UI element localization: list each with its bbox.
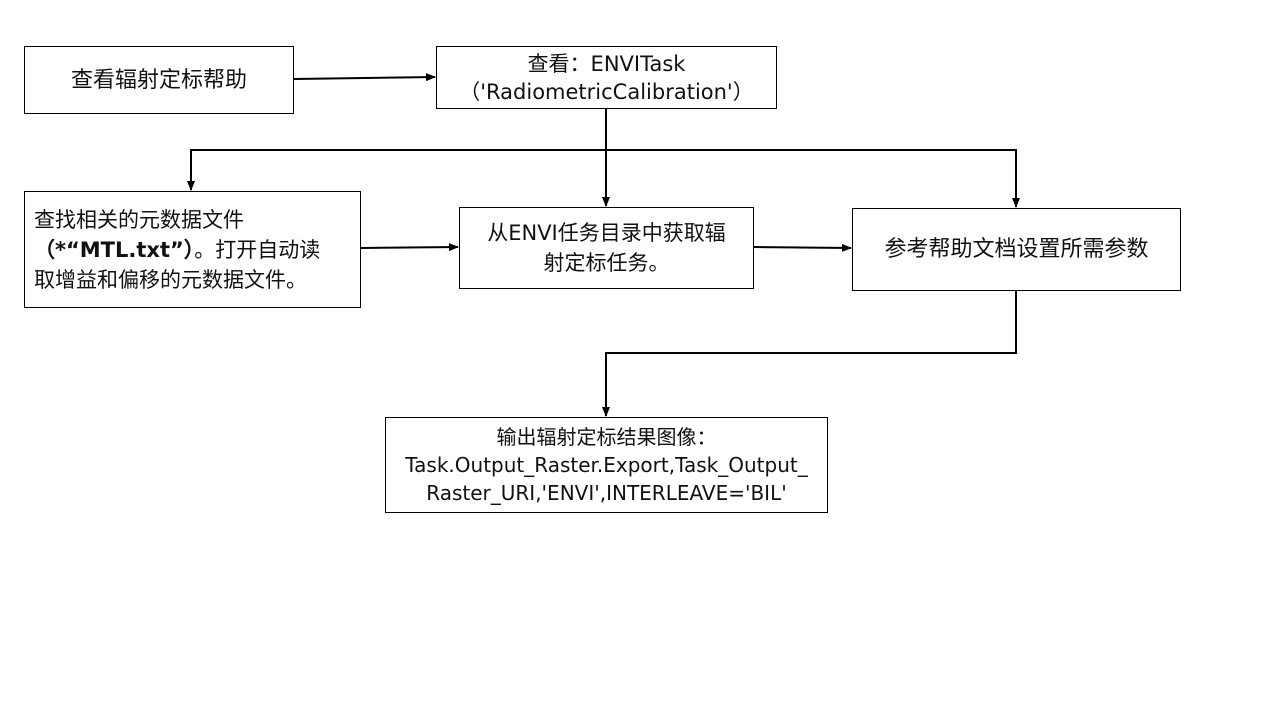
node-text-line: Task.Output_Raster.Export,Task_Output_ xyxy=(405,451,807,479)
node-text-line: （*“MTL.txt”）。打开自动读 xyxy=(34,235,320,265)
edge-n5-n6 xyxy=(602,291,1017,417)
node-text-part: 。打开自动读 xyxy=(194,237,321,262)
node-text-line: 查找相关的元数据文件 xyxy=(34,205,244,235)
edge-n2-n5 xyxy=(606,149,1020,208)
edge-n2-n3 xyxy=(187,109,607,191)
node-view-envitask: 查看：ENVITask （'RadiometricCalibration'） xyxy=(436,46,777,109)
node-text-part: （'RadiometricCalibration'） xyxy=(459,79,754,104)
node-get-calibration-task: 从ENVI任务目录中获取辐射定标任务。 xyxy=(459,207,754,289)
edge-n4-n5 xyxy=(753,243,852,252)
node-text-line: 查看辐射定标帮助 xyxy=(71,66,247,95)
node-text-part: 输出辐射定标结果图像： xyxy=(496,425,717,449)
node-text-part: 参考帮助文档设置所需参数 xyxy=(884,237,1149,262)
node-text-part: Raster_URI,'ENVI',INTERLEAVE='BIL' xyxy=(426,481,787,505)
edge-n3-n4 xyxy=(360,243,459,252)
node-set-parameters: 参考帮助文档设置所需参数 xyxy=(852,208,1181,291)
node-output-result: 输出辐射定标结果图像： Task.Output_Raster.Export,Tas… xyxy=(385,417,828,513)
node-text-line: 从ENVI任务目录中获取辐 xyxy=(487,218,726,248)
node-text-part: 查找相关的元数据文件 xyxy=(34,207,244,232)
node-text-part: 射定标任务。 xyxy=(543,251,670,275)
node-text-line: 取增益和偏移的元数据文件。 xyxy=(34,265,307,295)
node-text-part: 查看辐射定标帮助 xyxy=(70,67,247,93)
node-text-part: 从ENVI任务目录中获取辐 xyxy=(487,221,726,245)
node-text-part: （*“MTL.txt”） xyxy=(34,237,195,262)
node-text-line: 输出辐射定标结果图像： xyxy=(497,423,717,451)
node-view-calibration-help: 查看辐射定标帮助 xyxy=(24,46,294,114)
node-text-line: 查看：ENVITask xyxy=(528,50,686,78)
node-text-line: 参考帮助文档设置所需参数 xyxy=(884,235,1148,264)
node-text-part: 取增益和偏移的元数据文件。 xyxy=(34,267,307,292)
node-text-part: Task.Output_Raster.Export,Task_Output_ xyxy=(405,453,808,477)
node-find-metadata-file: 查找相关的元数据文件（*“MTL.txt”）。打开自动读取增益和偏移的元数据文件… xyxy=(24,191,361,308)
node-text-line: Raster_URI,'ENVI',INTERLEAVE='BIL' xyxy=(426,479,786,507)
node-text-line: 射定标任务。 xyxy=(544,248,670,278)
edge-n1-n2 xyxy=(293,73,436,82)
node-text-line: （'RadiometricCalibration'） xyxy=(459,78,753,106)
node-text-part: 查看：ENVITask xyxy=(527,51,686,76)
